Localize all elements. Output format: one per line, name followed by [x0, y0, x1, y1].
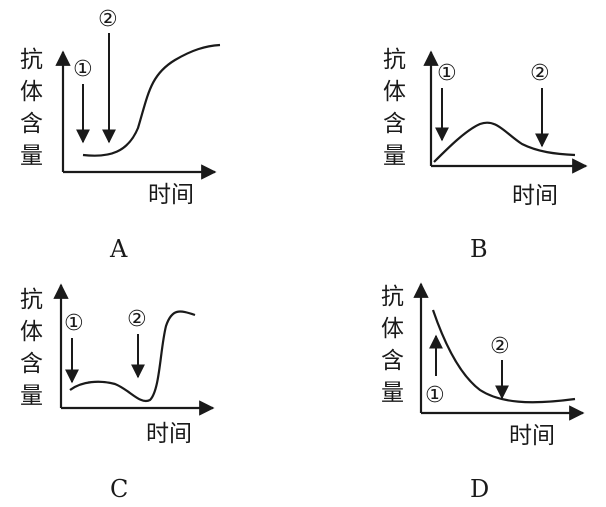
panel-letter: B: [470, 235, 488, 263]
y-axis-label: 抗 体 含 量: [381, 284, 404, 406]
marker-1: ①: [73, 57, 93, 82]
y-axis-label: 抗 体 含 量: [20, 287, 43, 409]
y-label-char: 含: [383, 111, 406, 137]
panel-c: 抗 体 含 量 时间 ① ② C: [20, 283, 215, 503]
y-label-char: 含: [381, 348, 404, 374]
marker-1: ①: [64, 311, 84, 336]
marker-1: ①: [425, 383, 445, 408]
y-label-char: 抗: [383, 47, 406, 73]
y-label-char: 量: [383, 143, 406, 169]
panel-d: 抗 体 含 量 时间 ① ② D: [381, 282, 585, 503]
y-label-char: 量: [20, 143, 43, 169]
y-label-char: 含: [20, 111, 43, 137]
y-label-char: 体: [383, 79, 406, 105]
y-label-char: 抗: [20, 287, 43, 313]
panel-letter: D: [470, 475, 489, 503]
antibody-curve: [69, 310, 196, 403]
panel-letter: C: [110, 475, 128, 503]
antibody-curve: [433, 121, 576, 163]
antibody-curve: [431, 309, 576, 404]
y-label-char: 体: [381, 316, 404, 342]
y-axis-label: 抗 体 含 量: [383, 47, 406, 169]
y-label-char: 抗: [381, 284, 404, 310]
panel-a: 抗 体 含 量 时间 ① ② A: [20, 7, 221, 263]
marker-2: ②: [490, 334, 510, 359]
marker-2: ②: [127, 307, 147, 332]
marker-1: ①: [437, 61, 457, 86]
y-label-char: 量: [20, 383, 43, 409]
panel-b: 抗 体 含 量 时间 ① ② B: [383, 47, 588, 263]
x-axis-label: 时间: [146, 421, 192, 447]
x-axis-label: 时间: [148, 182, 194, 208]
y-axis-label: 抗 体 含 量: [20, 47, 43, 169]
marker-2: ②: [98, 7, 118, 32]
y-label-char: 抗: [20, 47, 43, 73]
x-axis-label: 时间: [512, 183, 558, 209]
y-label-char: 体: [20, 319, 43, 345]
y-label-char: 含: [20, 351, 43, 377]
y-label-char: 量: [381, 380, 404, 406]
panel-letter: A: [109, 235, 128, 263]
x-axis-label: 时间: [509, 423, 555, 449]
antibody-curve: [82, 43, 221, 157]
y-label-char: 体: [20, 79, 43, 105]
marker-2: ②: [530, 61, 550, 86]
